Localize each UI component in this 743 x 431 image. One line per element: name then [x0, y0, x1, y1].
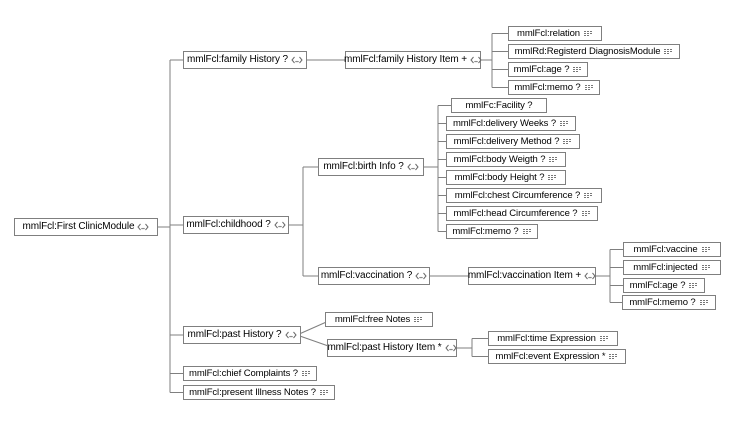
node-label: mmlFcl:family History Item + [343, 54, 468, 65]
node-relation[interactable]: mmlFcl:relation [508, 26, 602, 41]
text-content-icon [599, 336, 608, 341]
node-free-notes[interactable]: mmlFcl:free Notes [325, 312, 433, 327]
node-vaccination-memo[interactable]: mmlFcl:memo ? [622, 295, 716, 310]
node-label: mmlFcl:time Expression [497, 332, 596, 344]
node-injected[interactable]: mmlFcl:injected [623, 260, 721, 275]
node-label: mmlFcl:delivery Method ? [453, 135, 560, 147]
node-label: mmlFcl:vaccination ? [320, 270, 413, 281]
node-label: mmlFcl:vaccination Item + [467, 270, 582, 281]
complex-content-icon [137, 223, 150, 231]
node-facility[interactable]: mmlFc:Facility ? [451, 98, 547, 113]
node-family-history-memo[interactable]: mmlFcl:memo ? [508, 80, 600, 95]
complex-content-icon [470, 56, 482, 64]
node-label: mmlFcl:free Notes [334, 313, 411, 325]
node-label: mmlFcl:chest Circumference ? [454, 189, 581, 201]
node-first-clinic-module[interactable]: mmlFcl:First ClinicModule [14, 218, 158, 236]
node-registerd-diagnosis-module[interactable]: mmlRd:Registerd DiagnosisModule [508, 44, 680, 59]
text-content-icon [583, 31, 592, 36]
node-event-expression[interactable]: mmlFcl:event Expression * [488, 349, 626, 364]
text-content-icon [689, 283, 698, 288]
text-content-icon [319, 390, 328, 395]
node-label: mmlFcl:memo ? [514, 81, 581, 93]
node-family-history[interactable]: mmlFcl:family History ? [183, 51, 307, 69]
node-label: mmlFcl:family History ? [186, 54, 289, 65]
node-label: mmlFcl:body Height ? [454, 171, 545, 183]
text-content-icon [522, 229, 531, 234]
text-content-icon [563, 139, 572, 144]
node-family-history-age[interactable]: mmlFcl:age ? [508, 62, 588, 77]
complex-content-icon [584, 272, 596, 280]
node-label: mmlFcl:injected [633, 261, 698, 273]
text-content-icon [584, 85, 593, 90]
node-family-history-item[interactable]: mmlFcl:family History Item + [343, 51, 482, 69]
text-content-icon [664, 49, 673, 54]
text-content-icon [560, 121, 569, 126]
node-delivery-method[interactable]: mmlFcl:delivery Method ? [446, 134, 580, 149]
text-content-icon [573, 67, 582, 72]
node-label: mmlFcl:memo ? [629, 296, 696, 308]
text-content-icon [301, 371, 310, 376]
node-vaccination-item[interactable]: mmlFcl:vaccination Item + [468, 267, 596, 285]
node-head-circumference[interactable]: mmlFcl:head Circumference ? [446, 206, 598, 221]
node-time-expression[interactable]: mmlFcl:time Expression [488, 331, 618, 346]
node-label: mmlFcl:childhood ? [186, 219, 271, 230]
node-label: mmlFcl:relation [517, 27, 580, 39]
node-label: mmlFcl:head Circumference ? [453, 207, 578, 219]
text-content-icon [584, 193, 593, 198]
text-content-icon [548, 175, 557, 180]
node-vaccination-age[interactable]: mmlFcl:age ? [623, 278, 705, 293]
node-childhood[interactable]: mmlFcl:childhood ? [183, 216, 289, 234]
node-present-illness-notes[interactable]: mmlFcl:present Illness Notes ? [183, 385, 335, 400]
node-past-history[interactable]: mmlFcl:past History ? [183, 326, 301, 344]
node-label: mmlFcl:event Expression * [495, 350, 606, 362]
node-label: mmlFcl:delivery Weeks ? [452, 117, 557, 129]
node-past-history-item[interactable]: mmlFcl:past History Item * [327, 339, 457, 357]
node-label: mmlFcl:vaccine [633, 243, 698, 255]
complex-content-icon [274, 221, 286, 229]
node-birth-info-memo[interactable]: mmlFcl:memo ? [446, 224, 538, 239]
node-label: mmlFcl:past History ? [187, 329, 282, 340]
node-label: mmlFcl:birth Info ? [323, 161, 404, 172]
complex-content-icon [291, 56, 303, 64]
complex-content-icon [407, 163, 419, 171]
complex-content-icon [284, 331, 297, 339]
node-label: mmlFc:Facility ? [465, 99, 533, 111]
node-label: mmlFcl:First ClinicModule [22, 221, 135, 232]
text-content-icon [701, 247, 710, 252]
node-label: mmlFcl:age ? [629, 279, 686, 291]
text-content-icon [609, 354, 618, 359]
node-label: mmlFcl:present Illness Notes ? [189, 386, 316, 398]
complex-content-icon [415, 272, 427, 280]
node-chest-circumference[interactable]: mmlFcl:chest Circumference ? [446, 188, 602, 203]
text-content-icon [581, 211, 590, 216]
node-label: mmlFcl:age ? [513, 63, 570, 75]
complex-content-icon [444, 344, 457, 352]
text-content-icon [549, 157, 558, 162]
node-delivery-weeks[interactable]: mmlFcl:delivery Weeks ? [446, 116, 576, 131]
node-vaccine[interactable]: mmlFcl:vaccine [623, 242, 721, 257]
node-birth-info[interactable]: mmlFcl:birth Info ? [318, 158, 424, 176]
text-content-icon [699, 300, 708, 305]
node-label: mmlFcl:chief Complaints ? [189, 367, 298, 379]
text-content-icon [701, 265, 710, 270]
node-label: mmlFcl:body Weigth ? [453, 153, 546, 165]
node-chief-complaints[interactable]: mmlFcl:chief Complaints ? [183, 366, 317, 381]
text-content-icon [414, 317, 423, 322]
node-label: mmlFcl:memo ? [452, 225, 519, 237]
node-label: mmlFcl:past History Item * [327, 342, 442, 353]
node-body-height[interactable]: mmlFcl:body Height ? [446, 170, 566, 185]
node-label: mmlRd:Registerd DiagnosisModule [514, 45, 661, 57]
node-vaccination[interactable]: mmlFcl:vaccination ? [318, 267, 430, 285]
node-body-weigth[interactable]: mmlFcl:body Weigth ? [446, 152, 566, 167]
